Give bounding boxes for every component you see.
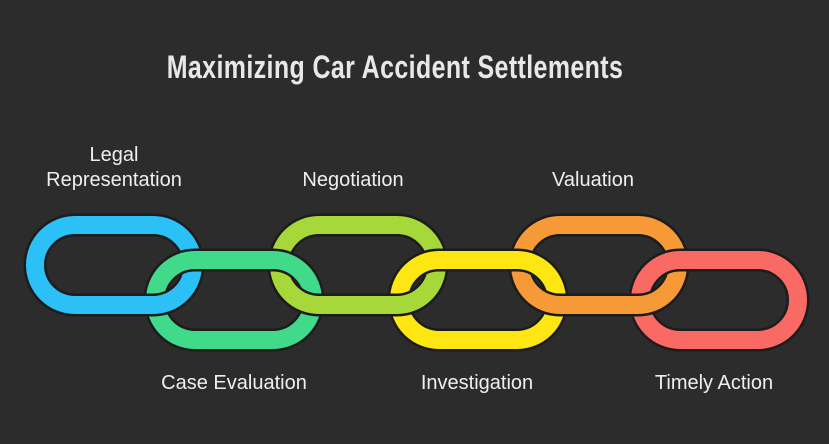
label-valuation: Valuation <box>552 169 634 191</box>
chain-weave-overlay <box>26 283 687 317</box>
chain-lower-links <box>143 248 810 352</box>
link-valuation-weave <box>514 283 684 314</box>
link-negotiation-weave <box>273 283 443 314</box>
label-timely-action: Timely Action <box>654 372 774 394</box>
label-negotiation: Negotiation <box>302 169 404 191</box>
label-case-evaluation: Case Evaluation <box>161 372 307 394</box>
page-title: Maximizing Car Accident Settlements <box>166 49 624 85</box>
label-legal-representation: Legal Representation <box>46 144 182 191</box>
chain-upper-links <box>23 213 690 317</box>
link-legal-representation-weave <box>29 283 199 314</box>
label-investigation: Investigation <box>420 372 534 394</box>
